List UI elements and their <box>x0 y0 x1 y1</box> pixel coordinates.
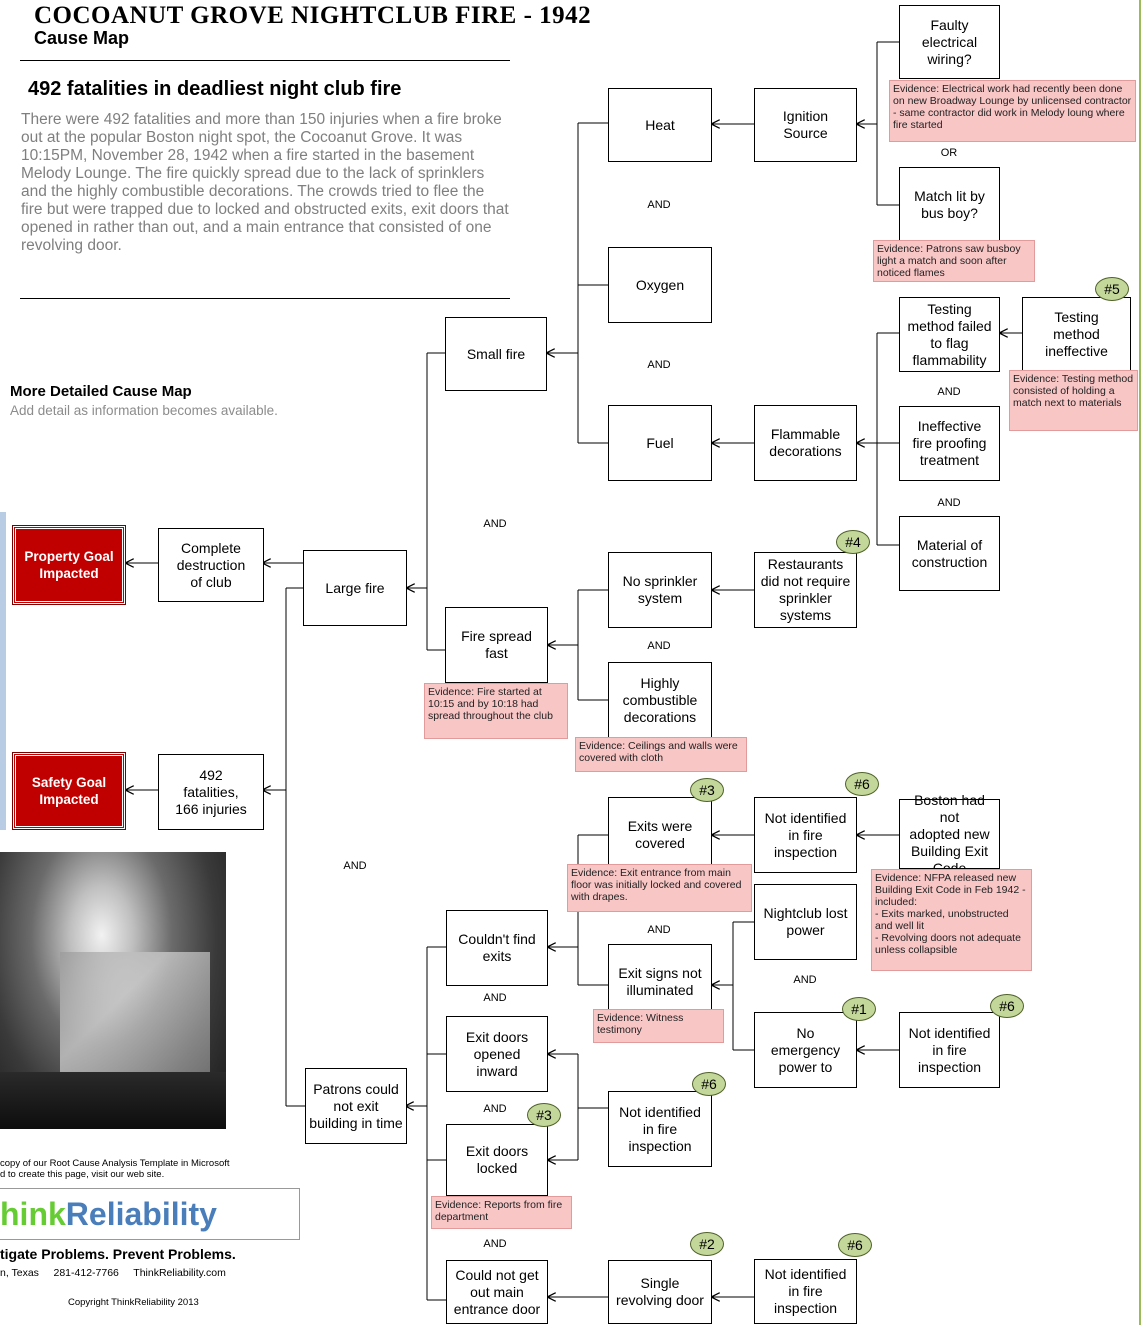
not-identified-node-4: Not identified in fire inspection <box>754 1259 857 1324</box>
and-label: AND <box>793 974 817 986</box>
heat-node: Heat <box>608 88 712 162</box>
no-emergency-power-node: No emergency power to <box>754 1012 857 1088</box>
fatalities-node: 492 fatalities, 166 injuries <box>158 754 264 830</box>
no-sprinkler-node: No sprinkler system <box>608 552 712 628</box>
title-divider <box>20 60 510 61</box>
badge-3: #3 <box>690 778 724 802</box>
tagline: tigate Problems. Prevent Problems. <box>0 1246 236 1262</box>
exit-signs-node: Exit signs not illuminated <box>608 944 712 1020</box>
page-title: COCOANUT GROVE NIGHTCLUB FIRE - 1942 <box>34 2 592 29</box>
fuel-node: Fuel <box>608 405 712 481</box>
evidence-ceilings: Evidence: Ceilings and walls were covere… <box>575 737 747 772</box>
fire-photo <box>0 852 226 1129</box>
intro-text: There were 492 fatalities and more than … <box>21 111 509 254</box>
boston-code-node: Boston had not adopted new Building Exit… <box>899 792 1000 876</box>
or-label: OR <box>940 147 958 159</box>
not-identified-node-3: Not identified in fire inspection <box>608 1091 712 1167</box>
badge-5: #5 <box>1095 277 1129 301</box>
material-construction-node: Material of construction <box>899 516 1000 591</box>
evidence-match: Evidence: Patrons saw busboy light a mat… <box>873 240 1035 282</box>
flammable-decorations-node: Flammable decorations <box>754 405 857 481</box>
and-label: AND <box>937 386 961 398</box>
and-label: AND <box>483 1103 507 1115</box>
and-label: AND <box>647 359 671 371</box>
property-goal-impacted: Property Goal Impacted <box>12 525 126 605</box>
complete-destruction-node: Complete destruction of club <box>158 528 264 602</box>
page-subtitle: Cause Map <box>34 28 130 48</box>
and-label: AND <box>483 1238 507 1250</box>
logo-part-a: hink <box>0 1196 66 1232</box>
faulty-wiring-node: Faulty electrical wiring? <box>899 5 1000 79</box>
detail-note: Add detail as information becomes availa… <box>10 403 278 418</box>
headline: 492 fatalities in deadliest night club f… <box>28 78 402 100</box>
evidence-nfpa: Evidence: NFPA released new Building Exi… <box>871 869 1032 971</box>
small-fire-node: Small fire <box>445 317 547 391</box>
evidence-testing: Evidence: Testing method consisted of ho… <box>1009 370 1138 431</box>
oxygen-node: Oxygen <box>608 247 712 323</box>
safety-goal-impacted: Safety Goal Impacted <box>12 752 126 830</box>
badge-6: #6 <box>838 1233 872 1257</box>
and-label: AND <box>343 860 367 872</box>
and-label: AND <box>483 518 507 530</box>
doors-locked-node: Exit doors locked <box>446 1124 548 1196</box>
template-note: copy of our Root Cause Analysis Template… <box>0 1158 230 1180</box>
contact-line: n, Texas 281-412-7766 ThinkReliability.c… <box>0 1267 226 1279</box>
intro-divider <box>20 298 510 299</box>
not-identified-node-1: Not identified in fire inspection <box>754 797 857 873</box>
and-label: AND <box>937 497 961 509</box>
lost-power-node: Nightclub lost power <box>754 884 857 960</box>
logo: hinkReliability <box>0 1188 300 1240</box>
ignition-source-node: Ignition Source <box>754 88 857 162</box>
not-identified-node-2: Not identified in fire inspection <box>899 1012 1000 1088</box>
testing-ineffective-node: Testing method ineffective <box>1022 297 1131 372</box>
combustible-decorations-node: Highly combustible decorations <box>608 662 712 738</box>
and-label: AND <box>483 992 507 1004</box>
evidence-spread: Evidence: Fire started at 10:15 and by 1… <box>424 683 568 739</box>
match-node: Match lit by bus boy? <box>899 167 1000 242</box>
badge-4: #4 <box>836 530 870 554</box>
side-panel <box>0 512 6 830</box>
evidence-wiring: Evidence: Electrical work had recently b… <box>889 80 1136 142</box>
evidence-exit-entrance: Evidence: Exit entrance from main floor … <box>567 864 752 912</box>
doors-inward-node: Exit doors opened inward <box>446 1016 548 1092</box>
badge-6: #6 <box>990 994 1024 1018</box>
evidence-reports: Evidence: Reports from fire department <box>431 1196 572 1229</box>
and-label: AND <box>647 924 671 936</box>
badge-2: #2 <box>690 1232 724 1256</box>
revolving-door-node: Single revolving door <box>608 1260 712 1324</box>
badge-3: #3 <box>527 1103 561 1127</box>
evidence-witness: Evidence: Witness testimony <box>593 1009 724 1043</box>
ineffective-fireproofing-node: Ineffective fire proofing treatment <box>899 406 1000 481</box>
detail-heading: More Detailed Cause Map <box>10 383 192 400</box>
and-label: AND <box>647 199 671 211</box>
badge-6: #6 <box>692 1072 726 1096</box>
restaurants-node: Restaurants did not require sprinkler sy… <box>754 552 857 628</box>
exits-covered-node: Exits were covered <box>608 797 712 873</box>
logo-part-b: Reliability <box>65 1196 217 1232</box>
badge-6: #6 <box>845 772 879 796</box>
patrons-exit-node: Patrons could not exit building in time <box>305 1068 407 1144</box>
and-label: AND <box>647 640 671 652</box>
large-fire-node: Large fire <box>303 550 407 626</box>
main-entrance-node: Could not get out main entrance door <box>446 1260 548 1324</box>
couldnt-find-exits-node: Couldn't find exits <box>446 910 548 986</box>
copyright: Copyright ThinkReliability 2013 <box>68 1297 199 1308</box>
fire-spread-node: Fire spread fast <box>445 607 548 683</box>
badge-1: #1 <box>842 997 876 1021</box>
testing-failed-node: Testing method failed to flag flammabili… <box>899 297 1000 372</box>
right-edge-line <box>1139 0 1141 1325</box>
